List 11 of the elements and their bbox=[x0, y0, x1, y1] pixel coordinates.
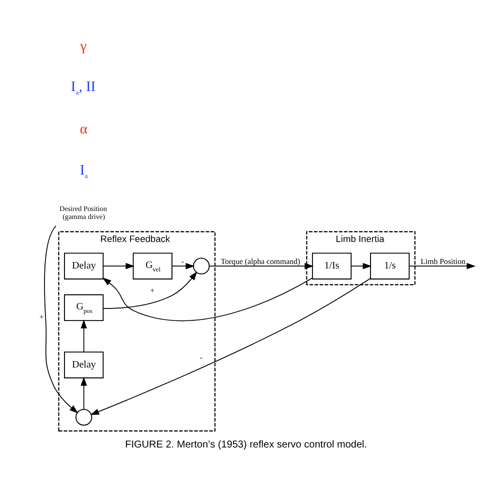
edge-label: Torque (alpha command) bbox=[220, 256, 300, 266]
edge-label: + bbox=[150, 286, 155, 295]
caption: FIGURE 2. Merton’s (1953) reflex servo control model. bbox=[125, 439, 368, 450]
edge-label: + bbox=[39, 312, 44, 322]
edge-label: Limb Position bbox=[420, 256, 466, 266]
label: α bbox=[80, 120, 88, 137]
edge-label: - bbox=[200, 352, 203, 362]
edge-label: - bbox=[181, 256, 184, 266]
label: I$_{a}$, II bbox=[70, 78, 96, 96]
label: γ bbox=[80, 38, 87, 54]
label: I$_{a}$ bbox=[80, 162, 88, 180]
